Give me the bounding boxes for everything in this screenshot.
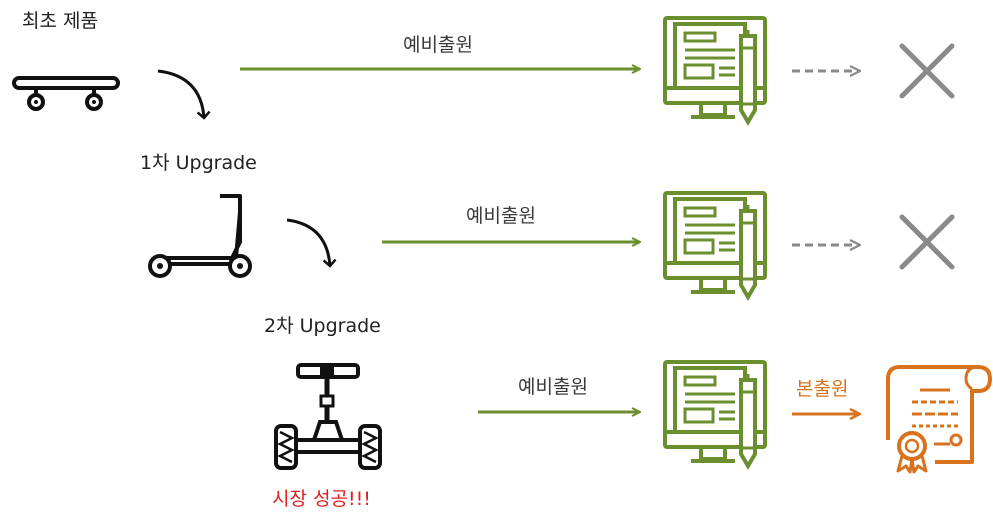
hoverboard-icon bbox=[274, 363, 382, 470]
final-application-label: 본출원 bbox=[796, 378, 849, 400]
row2-document-icon bbox=[663, 191, 767, 299]
row1-document-icon bbox=[663, 16, 767, 124]
certificate-icon bbox=[886, 365, 992, 474]
row1-arrow-label: 예비출원 bbox=[403, 34, 473, 56]
upgrade-1-label: 1차 Upgrade bbox=[140, 152, 257, 174]
curve-arrow-2 bbox=[286, 218, 337, 268]
skateboard-icon bbox=[12, 76, 120, 111]
row2-x-icon bbox=[902, 217, 952, 267]
curve-arrow-1 bbox=[157, 69, 211, 120]
upgrade-2-label: 2차 Upgrade bbox=[264, 315, 381, 337]
kick-scooter-icon bbox=[148, 194, 252, 278]
market-success-label: 시장 성공!!! bbox=[272, 488, 371, 510]
row3-arrow-label: 예비출원 bbox=[518, 376, 588, 398]
row3-document-icon bbox=[663, 360, 767, 468]
initial-product-label: 최초 제품 bbox=[22, 10, 98, 32]
row1-x-icon bbox=[902, 46, 952, 96]
row2-arrow-label: 예비출원 bbox=[466, 205, 536, 227]
